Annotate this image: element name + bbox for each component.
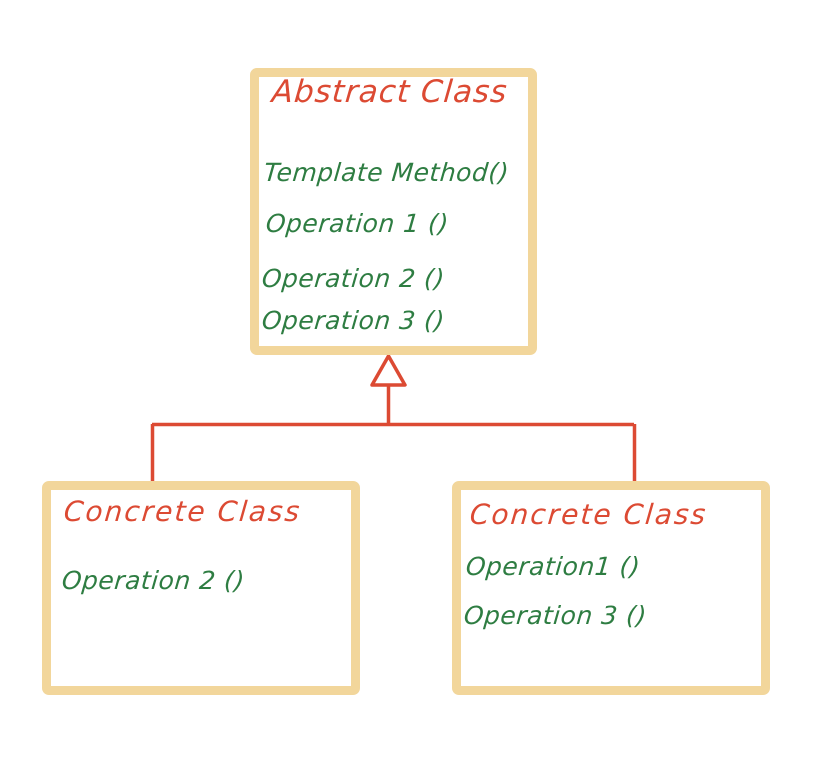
concrete-class-left-method-operation-2: Operation 2 () (60, 566, 247, 595)
concrete-class-right-title: Concrete Class (468, 498, 709, 531)
concrete-class-left-title: Concrete Class (62, 495, 303, 528)
abstract-class-method-template-method: Template Method() (262, 158, 511, 187)
abstract-class-method-operation-2: Operation 2 () (260, 264, 447, 293)
hollow-triangle-arrowhead-icon (370, 354, 407, 387)
concrete-class-right-method-operation-1: Operation1 () (464, 552, 642, 581)
abstract-class-title: Abstract Class (270, 74, 510, 110)
concrete-class-box-right[interactable] (452, 481, 770, 695)
concrete-class-box-left[interactable] (42, 481, 360, 695)
abstract-class-method-operation-3: Operation 3 () (260, 306, 447, 335)
abstract-class-method-operation-1: Operation 1 () (264, 209, 451, 238)
abstract-class-box[interactable] (250, 68, 537, 355)
concrete-class-right-method-operation-3: Operation 3 () (462, 601, 649, 630)
